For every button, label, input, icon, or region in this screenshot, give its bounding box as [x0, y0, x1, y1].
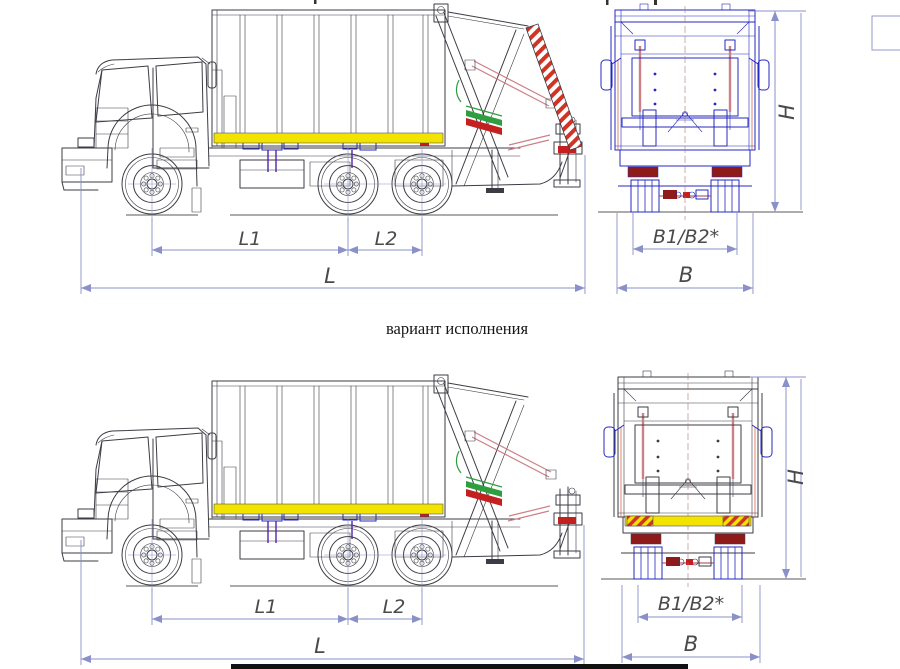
dimension-label-b1b2-bottom: B1/B2*	[658, 593, 724, 615]
dimension-label-l-bottom: L	[314, 634, 326, 658]
truck-rear-view-bottom	[599, 369, 808, 589]
dimension-overall-height-bottom: H	[750, 376, 808, 579]
clipped-frame-fragment	[871, 15, 900, 51]
dimension-label-l2-bottom: L2	[383, 596, 406, 618]
dimension-label-h-bottom: H	[784, 469, 808, 485]
dimension-wheelbase-bottom: L1 L2	[151, 588, 423, 625]
rear-hazard-right	[722, 515, 750, 527]
dimension-overall-width-bottom: B	[621, 585, 761, 663]
dimension-track-top: B1/B2*	[632, 213, 738, 255]
dimension-label-b-top: B	[679, 263, 693, 287]
dimension-wheelbase-top: L1 L2	[151, 218, 423, 256]
dimension-overall-length-bottom: L	[80, 525, 585, 665]
rear-yellow-stripe	[624, 515, 752, 527]
dimension-label-l2-top: L2	[375, 228, 398, 250]
rear-hazard-left	[626, 515, 654, 527]
truck-side-view-bottom	[62, 375, 582, 593]
clipped-title-fragments	[314, 0, 657, 5]
variant-caption: вариант исполнения	[386, 319, 529, 338]
dimension-label-l1-bottom: L1	[255, 596, 278, 618]
dimension-track-bottom: B1/B2*	[637, 585, 743, 623]
page-border-fragment	[231, 664, 688, 669]
truck-rear-view-top	[596, 2, 805, 222]
dimension-overall-length-top: L	[80, 155, 586, 294]
dimension-label-l1-top: L1	[239, 228, 262, 250]
dimension-label-l-top: L	[324, 264, 336, 288]
dimension-label-b1b2-top: B1/B2*	[653, 226, 719, 248]
truck-side-view-top	[62, 4, 582, 222]
dimension-overall-height-top: H	[748, 10, 806, 212]
dimension-label-h-top: H	[775, 104, 799, 120]
dimension-label-b-bottom: B	[684, 632, 698, 656]
dimension-overall-width-top: B	[616, 213, 754, 294]
hazard-stripe-band	[525, 23, 583, 151]
